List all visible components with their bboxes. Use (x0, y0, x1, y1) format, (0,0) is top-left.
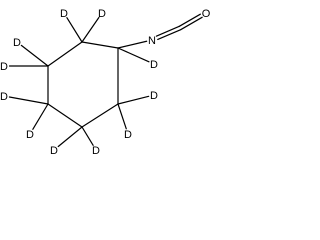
atom-label-d3b: D (0, 61, 8, 73)
single-bond (117, 40, 148, 49)
single-bond (81, 126, 94, 146)
single-bond (81, 103, 119, 128)
atom-label-d4a: D (0, 91, 8, 103)
atom-label-d6b: D (124, 129, 132, 141)
atom-label-d2b: D (98, 8, 106, 20)
double-bond-line-b (178, 13, 201, 28)
atom-label-n: N (148, 35, 156, 47)
atom-label-d4b: D (26, 129, 34, 141)
single-bond (81, 16, 100, 43)
single-bond (81, 41, 119, 49)
single-bond (47, 103, 83, 128)
single-bond (117, 103, 127, 130)
single-bond (66, 17, 83, 43)
atom-label-d5b: D (92, 145, 100, 157)
atom-label-d6a: D (150, 90, 158, 102)
single-bond (57, 126, 83, 148)
double-bond-line-a (157, 29, 182, 41)
single-bond (32, 103, 49, 130)
double-bond-line-b (155, 25, 180, 37)
atom-label-d3a: D (13, 37, 21, 49)
atom-label-d5a: D (50, 145, 58, 157)
double-bond-line-a (180, 16, 203, 31)
atom-label-d2a: D (60, 8, 68, 20)
single-bond (117, 95, 150, 105)
single-bond (8, 96, 49, 105)
single-bond (117, 47, 150, 63)
atom-label-d1: D (150, 59, 158, 71)
atom-label-o: O (202, 8, 211, 20)
single-bond (47, 41, 83, 67)
single-bond (20, 44, 49, 67)
